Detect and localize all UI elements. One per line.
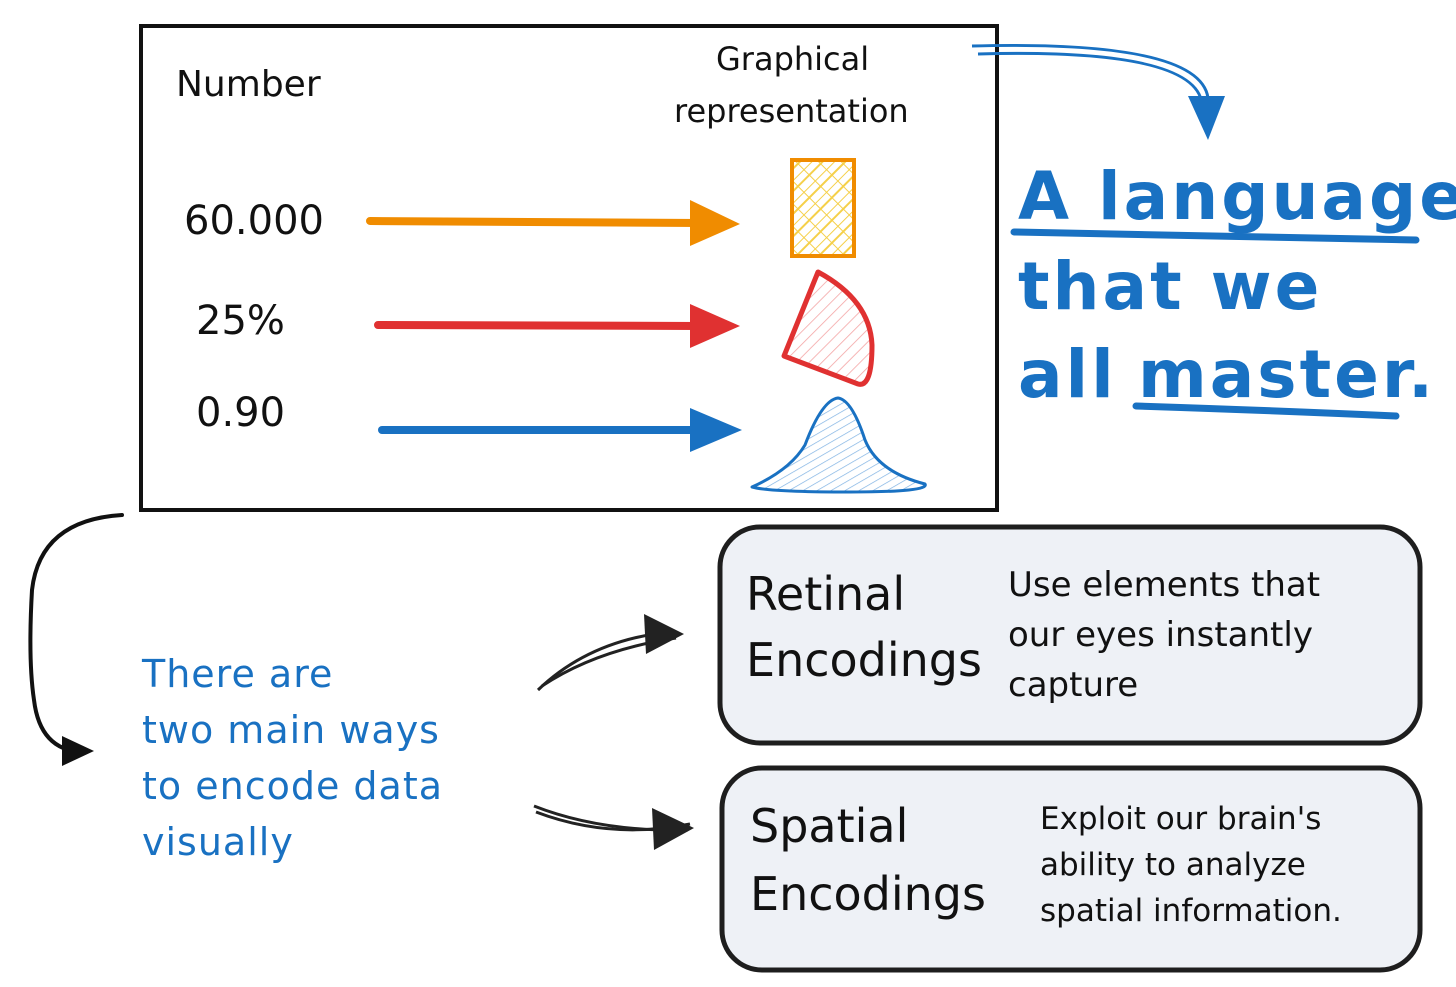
tagline-line3-b: master. [1138,336,1437,413]
underline-master [1132,402,1400,420]
retinal-title-line2: Encodings [746,633,982,687]
red-arrow-icon [374,304,740,348]
connector-arrow-icon [28,513,124,766]
pie-slice-icon [781,269,875,387]
underline-language [1010,228,1420,244]
orange-arrow-icon [366,200,740,246]
intro-line3: to encode data [142,764,444,808]
blue-arrow-icon [378,408,742,452]
mapping-frame [139,24,999,512]
intro-line2: two main ways [142,708,440,752]
retinal-desc-line1: Use elements that [1008,565,1321,605]
spatial-title-line2: Encodings [750,867,986,921]
tagline-line2: that we [1018,248,1323,325]
distribution-curve-icon [750,396,927,494]
graphic-header-line1: Graphical [716,40,870,78]
number-value-25pct: 25% [196,298,285,344]
spatial-desc-line1: Exploit our brain's [1040,801,1322,837]
retinal-title-line1: Retinal [746,567,906,621]
tagline-line1: A language [1018,158,1456,235]
spatial-desc-line3: spatial information. [1040,893,1342,929]
spatial-title-line1: Spatial [750,799,909,853]
retinal-desc-line2: our eyes instantly [1008,615,1313,655]
tagline-line3-a: all [1018,336,1117,413]
graphic-header-line2: representation [674,92,909,130]
intro-line1: There are [142,652,334,696]
spatial-box [719,765,1423,973]
retinal-box [717,524,1423,746]
number-header: Number [176,64,321,105]
retinal-arrow-icon [536,614,684,692]
retinal-desc-line3: capture [1008,665,1139,705]
number-value-60000: 60.000 [184,198,324,244]
intro-line4: visually [142,820,294,864]
spatial-desc-line2: ability to analyze [1040,847,1306,883]
number-value-090: 0.90 [196,390,286,436]
spatial-arrow-icon [533,804,694,850]
tagline-arrow-icon [971,43,1225,140]
bar-rectangle-icon [790,158,856,258]
